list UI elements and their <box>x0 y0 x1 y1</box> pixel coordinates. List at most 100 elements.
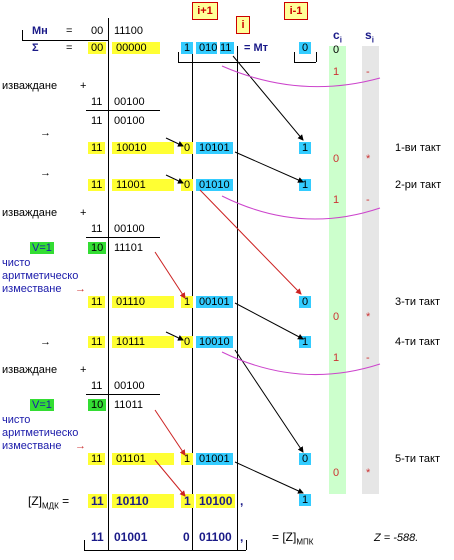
z-decimal-result: Z = -588. <box>374 532 419 544</box>
row-hi: 11 <box>88 453 106 465</box>
cycle-curve <box>221 195 381 220</box>
overflow-badge: V=1 <box>30 242 54 254</box>
arrow <box>165 137 184 147</box>
row-lo: 10010 <box>112 142 174 154</box>
prev-bit: 1 <box>299 494 312 506</box>
mt-bits: 10101 <box>196 142 233 154</box>
result-hi: 11 <box>91 530 104 544</box>
ci-header-text: c <box>333 28 340 42</box>
mt-sign-bit: 1 <box>181 42 194 54</box>
arrow <box>199 189 302 295</box>
arrow <box>234 151 304 183</box>
result-lo: 01001 <box>114 530 148 544</box>
row-underline <box>86 110 160 111</box>
z-mdk-text: [Z] <box>28 494 42 508</box>
header-bracket <box>22 30 23 40</box>
op-subtract: изваждане <box>2 80 58 92</box>
arrow <box>154 251 186 299</box>
op-subtract: изваждане <box>2 207 58 219</box>
mt-bits: 01001 <box>196 453 233 465</box>
result-bit: 0 <box>183 530 190 544</box>
row-lo: 11001 <box>112 179 174 191</box>
arrow <box>234 461 304 494</box>
op-plus: + <box>80 364 87 376</box>
row-hi: 11 <box>91 380 103 392</box>
shift-bit: 1 <box>181 296 194 308</box>
ci-header-sub: i <box>339 35 342 45</box>
shift-bit: 0 <box>181 336 194 348</box>
overflow-badge: V=1 <box>30 399 54 411</box>
ci-header: ci <box>333 28 342 44</box>
row-hi: 11 <box>91 115 103 127</box>
carry-value: 1 <box>333 66 340 78</box>
shift-note: чисто <box>2 414 31 426</box>
tag-i-plus-1: i+1 <box>192 2 218 20</box>
z-mpk-sub: МПК <box>296 537 314 547</box>
carry-value: 1 <box>333 352 340 364</box>
step-arrow: → <box>40 127 51 139</box>
sign-value: - <box>366 66 370 78</box>
tag-i: i <box>236 16 250 34</box>
divider-line <box>237 46 238 550</box>
row-hi: 10 <box>88 399 107 411</box>
carry-value: 1 <box>333 194 340 206</box>
arrow <box>234 349 304 453</box>
arrow <box>154 409 186 456</box>
si-header: si <box>365 28 374 44</box>
header-bracket <box>294 52 295 62</box>
shift-note: аритметическо <box>2 427 79 439</box>
step-arrow: → <box>40 167 51 179</box>
eq-sign: = <box>66 42 73 54</box>
header-bracket <box>178 62 260 63</box>
si-header-text: s <box>365 28 372 42</box>
z-mpk-text: = [Z] <box>272 530 297 544</box>
row-lo: 00100 <box>114 223 145 235</box>
header-bracket <box>316 52 317 62</box>
row-hi: 11 <box>88 494 107 508</box>
si-header-sub: i <box>371 35 374 45</box>
row-hi: 11 <box>91 96 103 108</box>
header-bracket <box>294 62 316 63</box>
shift-note: чисто <box>2 257 31 269</box>
eq-sign: = <box>66 25 73 37</box>
op-subtract: изваждане <box>2 364 58 376</box>
row-lo: 10111 <box>112 336 174 348</box>
arrow <box>154 459 186 497</box>
op-plus: + <box>80 207 87 219</box>
carry-value: 0 <box>333 467 340 479</box>
result-mt: 01100 <box>199 530 232 544</box>
row-hi: 11 <box>88 179 106 191</box>
z-mdk-sub: МДК <box>42 501 59 511</box>
arrow <box>165 174 184 184</box>
row-lo: 00100 <box>114 96 145 108</box>
mt-bits-a: 010 <box>196 42 218 54</box>
cycle-curve <box>221 65 381 88</box>
mt-bits: 01010 <box>196 179 233 191</box>
sigma-label: Σ <box>32 42 39 54</box>
shift-bit: 0 <box>181 142 194 154</box>
ci-column-strip <box>329 46 346 494</box>
sigma-lo: 00000 <box>112 42 160 54</box>
row-lo: 01110 <box>112 296 174 308</box>
shift-note: аритметическо <box>2 270 79 282</box>
prev-bit: 1 <box>299 142 312 154</box>
row-hi: 11 <box>88 296 106 308</box>
z-mdk-eq: = <box>62 494 70 508</box>
cycle-curve <box>221 351 381 376</box>
prev-bit: 0 <box>299 42 312 54</box>
mt-label: = Мт <box>244 42 269 54</box>
sign-value: * <box>366 311 371 323</box>
row-lo: 01101 <box>112 453 174 465</box>
result-bracket <box>84 550 246 551</box>
mt-bits-b: 11 <box>220 42 235 54</box>
op-plus: + <box>80 80 87 92</box>
row-hi: 11 <box>91 223 103 235</box>
sign-value: - <box>366 352 370 364</box>
sign-value: - <box>366 194 370 206</box>
row-underline <box>86 394 160 395</box>
mn-label: Мн <box>32 25 48 37</box>
shift-note: изместване <box>2 440 62 452</box>
arrow <box>234 302 304 340</box>
shift-note: изместване <box>2 283 62 295</box>
